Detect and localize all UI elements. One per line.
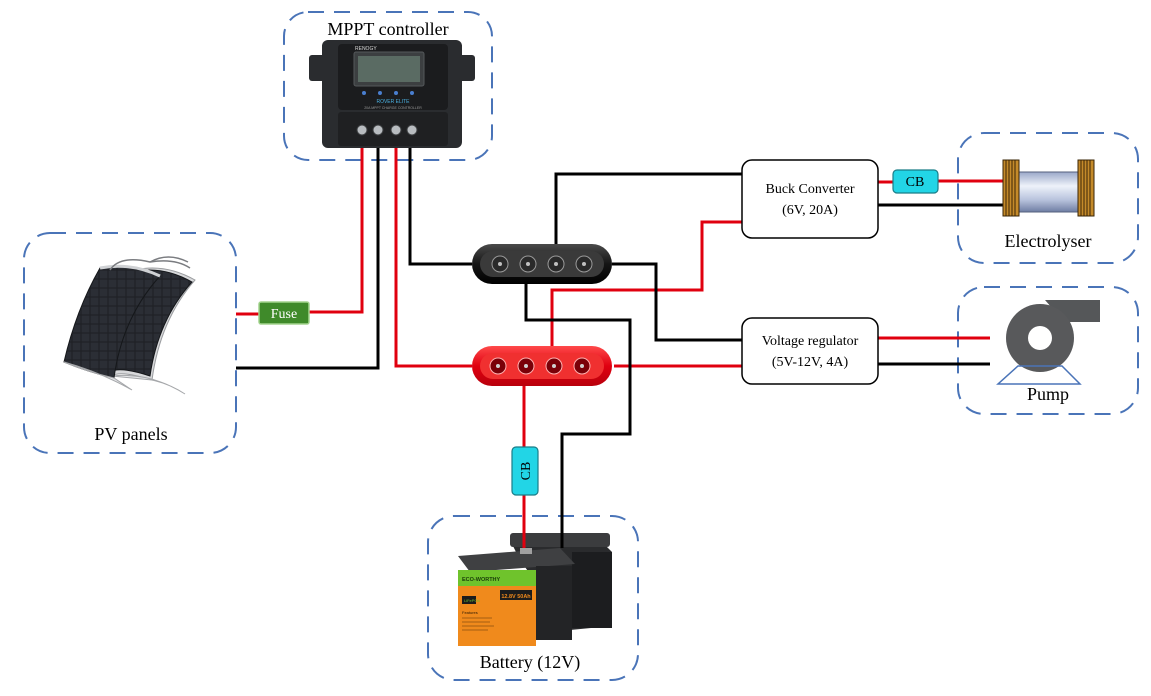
mppt-sub-text: 20A MPPT CHARGE CONTROLLER	[364, 106, 422, 110]
negative-busbar	[472, 244, 612, 284]
buck-converter-rating: (6V, 20A)	[782, 203, 838, 218]
electrolyser-right-plate	[1077, 159, 1095, 217]
mppt-terminals	[356, 124, 418, 136]
battery-rating-text: 12.8V 50Ah	[501, 594, 531, 600]
buck-converter-box: Buck Converter (6V, 20A)	[741, 159, 879, 239]
fuse-label: Fuse	[271, 307, 297, 322]
battery-group-box	[427, 515, 639, 681]
electrolyser-group-box	[957, 132, 1139, 264]
cb-top-label: CB	[906, 175, 925, 190]
positive-busbar	[472, 346, 612, 386]
pump-group-box	[957, 286, 1139, 415]
pv-group-box	[23, 232, 237, 454]
voltage-regulator-rating: (5V-12V, 4A)	[772, 355, 849, 370]
electrolyser-left-plate	[1002, 159, 1020, 217]
mppt-controller-label: MPPT controller	[327, 19, 448, 39]
mppt-controller-device: RENOGY ROVER ELITE 20A MPPT CHARGE CONTR…	[309, 40, 475, 148]
battery-tag-text: LiFePO4	[464, 598, 481, 603]
voltage-regulator-title: Voltage regulator	[762, 334, 859, 349]
battery-image: ECO-WORTHY LiFePO4 12.8V 50Ah Features	[458, 533, 612, 646]
circuit-breaker-battery: CB	[511, 446, 539, 496]
pv-panels-label: PV panels	[94, 424, 167, 444]
mppt-group-box	[283, 11, 493, 161]
cb-battery-label: CB	[519, 462, 534, 481]
battery-features-text: Features	[462, 610, 478, 615]
group-boxes	[23, 11, 1139, 681]
battery-label: Battery (12V)	[480, 652, 580, 673]
battery-wire-ends	[522, 520, 564, 548]
voltage-regulator-box: Voltage regulator (5V-12V, 4A)	[741, 317, 879, 385]
pump-image	[996, 300, 1100, 385]
electrolyser-label: Electrolyser	[1005, 231, 1092, 251]
battery-brand-text: ECO-WORTHY	[462, 577, 501, 583]
positive-wires	[236, 136, 1003, 540]
negative-wires	[236, 136, 1003, 540]
buck-converter-title: Buck Converter	[765, 182, 854, 197]
circuit-breaker-electrolyser: CB	[892, 169, 939, 194]
mppt-model-text: ROVER ELITE	[376, 99, 410, 105]
electrolyser-image	[1002, 159, 1095, 217]
fuse-component: Fuse	[258, 301, 310, 325]
pump-label: Pump	[1027, 384, 1069, 404]
pv-panels-image	[63, 256, 196, 395]
mppt-brand-text: RENOGY	[355, 46, 377, 52]
